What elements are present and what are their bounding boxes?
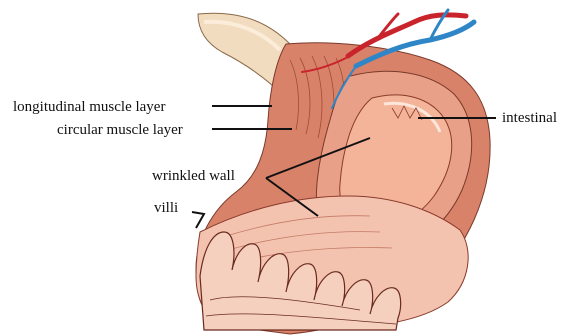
label-intestinal: intestinal (502, 110, 557, 126)
label-villi: villi (154, 200, 178, 216)
label-circular-muscle-layer: circular muscle layer (57, 122, 183, 138)
label-wrinkled-wall: wrinkled wall (152, 168, 235, 184)
label-longitudinal-muscle-layer: longitudinal muscle layer (13, 99, 165, 115)
leader-villi (192, 212, 204, 228)
